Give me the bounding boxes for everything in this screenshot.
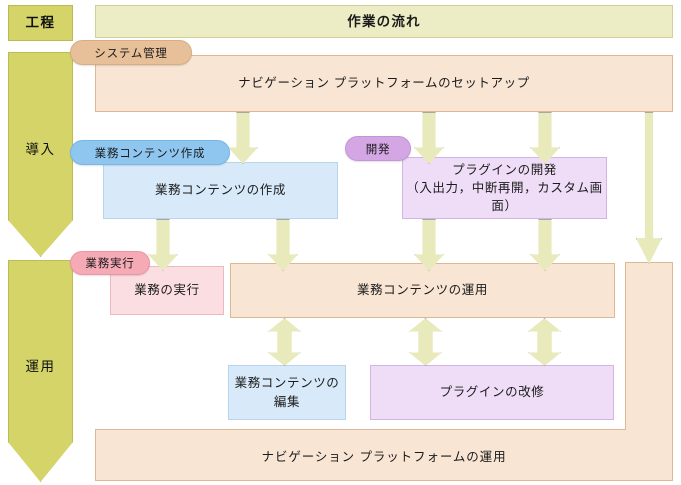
phase-column-header: 工程 — [8, 5, 73, 41]
diagram-title-bar: 作業の流れ — [95, 5, 673, 38]
node-plugin-modify: プラグインの改修 — [370, 365, 614, 420]
phase-column-header-label: 工程 — [25, 15, 56, 31]
arrow-setup-to-platform-operation — [636, 112, 662, 264]
node-setup: ナビゲーション プラットフォームのセットアップ — [95, 55, 673, 112]
node-plugin-develop-label: プラグインの開発 （入出力，中断再開，カスタム画面） — [406, 162, 603, 214]
node-content-edit: 業務コンテンツの 編集 — [228, 365, 346, 420]
node-setup-label: ナビゲーション プラットフォームのセットアップ — [238, 76, 530, 91]
arrow-content-operate-to-plugin-modify-a — [409, 318, 442, 366]
node-content-operate: 業務コンテンツの運用 — [230, 263, 615, 318]
node-plugin-modify-label: プラグインの改修 — [439, 385, 545, 400]
node-task-execute-label: 業務の実行 — [134, 283, 200, 298]
phase-arrow-operation: 運用 — [8, 260, 73, 482]
phase-arrow-operation-label: 運用 — [25, 358, 56, 374]
role-badge-developer-label: 開発 — [365, 143, 391, 156]
node-content-create-label: 業務コンテンツの作成 — [154, 183, 286, 198]
node-content-operate-label: 業務コンテンツの運用 — [356, 283, 488, 298]
arrow-content-create-to-task-execute — [148, 219, 178, 271]
node-task-execute: 業務の実行 — [110, 266, 224, 315]
role-badge-operator: 業務実行 — [70, 251, 150, 275]
phase-arrow-introduction: 導入 — [8, 52, 73, 257]
platform-operation-region-horizontal — [95, 429, 673, 481]
page-title: 作業の流れ — [347, 13, 421, 29]
role-badge-developer: 開発 — [345, 136, 411, 161]
role-badge-content-author-label: 業務コンテンツ作成 — [94, 147, 206, 160]
role-badge-system-admin-label: システム管理 — [94, 47, 168, 60]
role-badge-system-admin: システム管理 — [70, 40, 192, 65]
role-badge-operator-label: 業務実行 — [85, 258, 135, 270]
node-content-edit-label: 業務コンテンツの 編集 — [234, 376, 340, 409]
node-plugin-develop: プラグインの開発 （入出力，中断再開，カスタム画面） — [402, 157, 607, 219]
platform-operation-region-vertical — [625, 262, 673, 442]
platform-operation-region-seam — [626, 427, 672, 433]
arrow-content-operate-to-plugin-modify-b — [528, 318, 561, 366]
arrow-content-operate-to-content-edit — [268, 318, 301, 366]
platform-operation-label: ナビゲーション プラットフォームの運用 — [261, 449, 507, 464]
platform-operation-label-wrap: ナビゲーション プラットフォームの運用 — [95, 429, 673, 481]
arrow-setup-to-content-create — [228, 112, 258, 164]
role-badge-content-author: 業務コンテンツ作成 — [70, 140, 230, 165]
phase-arrow-introduction-label: 導入 — [25, 142, 56, 158]
node-content-create: 業務コンテンツの作成 — [103, 162, 338, 219]
